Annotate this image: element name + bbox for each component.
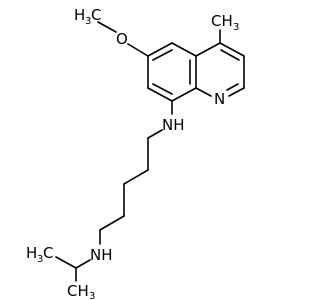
bottom-methyl-subscript: 3 xyxy=(89,291,95,300)
bond-nh-ch2a xyxy=(147,129,163,139)
structure-svg: H 3 C O N CH 3 NH NH H 3 C CH 3 xyxy=(26,6,245,300)
top-methyl-label: CH xyxy=(211,12,233,30)
bond-c2-n1 xyxy=(228,87,245,97)
bond-c5-c4a xyxy=(171,42,197,57)
bond-ch-ch3a xyxy=(55,256,77,269)
bottom-methyl-label: CH xyxy=(67,282,89,300)
bond-c8-c7-inner xyxy=(152,83,173,95)
ring-nitrogen-label: N xyxy=(214,90,225,108)
top-methyl-subscript: 3 xyxy=(233,22,239,33)
molecule-diagram: H 3 C O N CH 3 NH NH H 3 C CH 3 xyxy=(26,6,245,300)
bond-c8a-c8 xyxy=(171,87,197,102)
methoxy-h-label: H xyxy=(74,6,85,24)
atom-labels: H 3 C O N CH 3 NH NH H 3 C CH 3 xyxy=(26,6,239,300)
amine-nh-label-2: NH xyxy=(90,246,113,264)
bond-ch2b-ch2c xyxy=(123,169,149,185)
bond-c2-n1-inner xyxy=(226,83,239,91)
bond-ch3-o xyxy=(97,21,117,33)
bond-ch2d-ch2e xyxy=(99,215,125,231)
methoxy-c-label: C xyxy=(91,6,101,24)
left-methyl-c-label: C xyxy=(43,244,53,262)
bond-c4a-c4 xyxy=(195,42,221,57)
bond-c4-c3-inner xyxy=(220,49,240,61)
bond-o-c6 xyxy=(127,43,149,57)
oxygen-label: O xyxy=(116,30,128,48)
left-methyl-h-label: H xyxy=(26,244,37,262)
left-methyl-subscript: 3 xyxy=(37,254,43,265)
methoxy-subscript: 3 xyxy=(85,16,91,27)
bond-c4-c3 xyxy=(219,42,245,57)
bond-c6-c5 xyxy=(147,42,173,57)
bonds xyxy=(55,21,245,282)
amine-nh-label-1: NH xyxy=(162,116,185,134)
bond-n1-c8a xyxy=(195,87,212,97)
bond-c8-c7 xyxy=(147,87,173,102)
bond-c6-c5-inner xyxy=(152,49,173,61)
bond-nh2-ch xyxy=(75,259,91,269)
